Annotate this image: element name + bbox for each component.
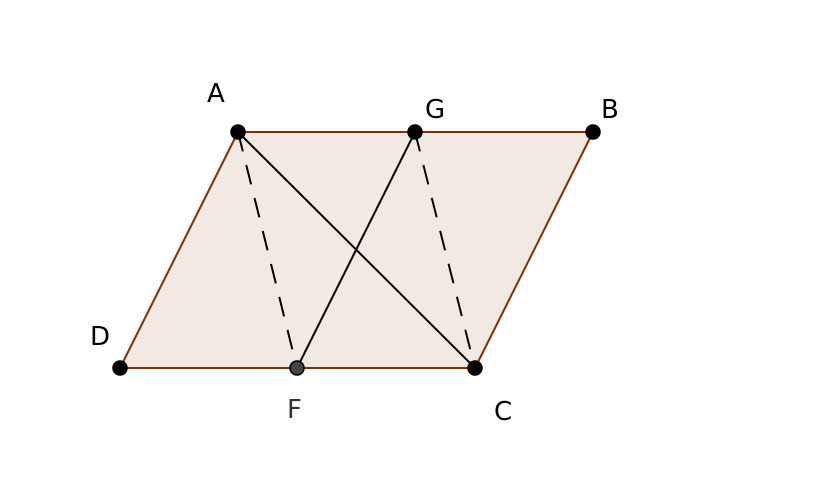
segment-gf — [296, 131, 416, 369]
label-f: F — [287, 395, 302, 425]
point-g — [407, 124, 423, 140]
point-a — [230, 124, 246, 140]
label-g: G — [425, 95, 445, 125]
point-f — [289, 360, 305, 376]
label-c: C — [494, 397, 512, 427]
label-a: A — [207, 79, 225, 109]
segment-af — [237, 131, 298, 369]
point-d — [112, 360, 128, 376]
label-b: B — [601, 95, 619, 125]
point-b — [585, 124, 601, 140]
label-d: D — [90, 322, 110, 352]
point-c — [467, 360, 483, 376]
segment-gc — [414, 131, 476, 369]
